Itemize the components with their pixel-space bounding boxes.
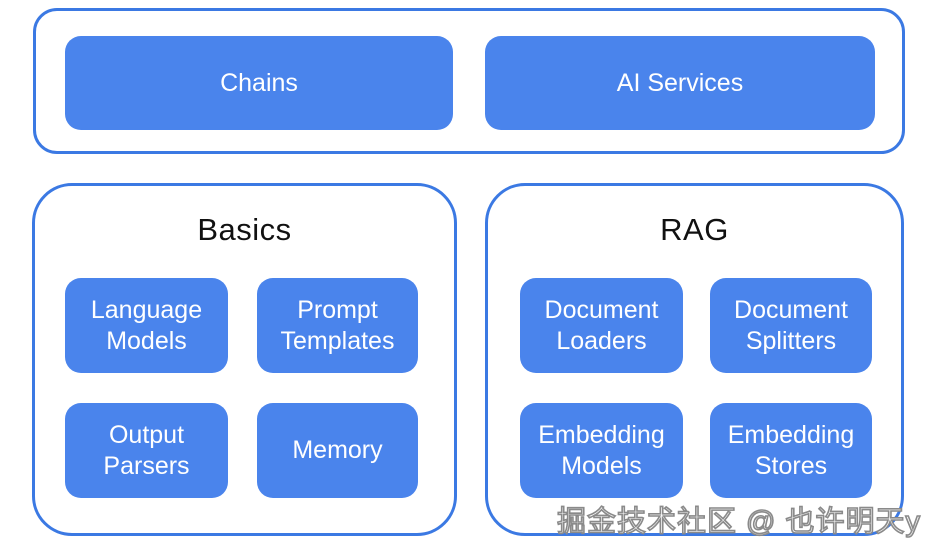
rag-group: RAG Document Loaders Document Splitters … xyxy=(485,183,904,536)
node-prompt-templates: Prompt Templates xyxy=(257,278,418,373)
watermark: 掘金技术社区 @ 也许明天y xyxy=(556,505,921,539)
top-level-group: Chains AI Services xyxy=(33,8,905,154)
node-ai-services: AI Services xyxy=(485,36,875,130)
node-document-splitters: Document Splitters xyxy=(710,278,872,373)
node-language-models: Language Models xyxy=(65,278,228,373)
basics-group-title: Basics xyxy=(197,212,292,247)
rag-group-title: RAG xyxy=(660,212,729,247)
node-memory: Memory xyxy=(257,403,418,498)
node-embedding-models: Embedding Models xyxy=(520,403,683,498)
node-chains: Chains xyxy=(65,36,453,130)
node-document-loaders: Document Loaders xyxy=(520,278,683,373)
node-embedding-stores: Embedding Stores xyxy=(710,403,872,498)
node-output-parsers: Output Parsers xyxy=(65,403,228,498)
basics-group: Basics Language Models Prompt Templates … xyxy=(32,183,457,536)
